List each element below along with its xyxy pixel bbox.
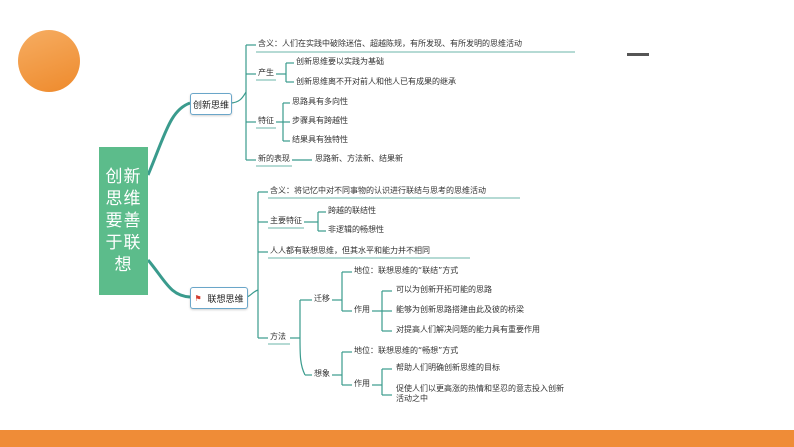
- transfer-effect-item: 可以为创新开拓可能的思路: [396, 285, 492, 294]
- transfer-position: 地位：联想思维的“联结”方式: [354, 266, 459, 275]
- transfer-effect-label: 作用: [354, 305, 370, 314]
- origin-item: 创新思维要以实践为基础: [296, 57, 384, 66]
- innovative-definition: 含义：人们在实践中破除迷信、超越陈规，有所发现、有所发明的思维活动: [258, 39, 522, 48]
- features-label: 特征: [258, 116, 274, 125]
- branch-associative-thinking[interactable]: ⚑ 联想思维: [190, 287, 248, 309]
- new-forms-label: 新的表现: [258, 154, 290, 163]
- red-flag-icon: ⚑: [194, 293, 202, 303]
- bottom-accent-bar: [0, 430, 794, 447]
- transfer-effect-item: 对提高人们解决问题的能力具有重要作用: [396, 325, 540, 334]
- transfer-label: 迁移: [314, 294, 330, 303]
- feature-item: 结果具有独特性: [292, 135, 348, 144]
- imagination-effect-label: 作用: [354, 379, 370, 388]
- imagination-effect-item: 帮助人们明确创新思维的目标: [396, 363, 500, 372]
- imagination-effect-item: 促使人们以更高涨的热情和坚忍的意志投入创新活动之中: [396, 384, 564, 403]
- branch-innovative-thinking-label: 创新思维: [192, 100, 229, 111]
- feature-item: 步骤具有跨越性: [292, 116, 348, 125]
- main-features-label: 主要特征: [270, 216, 302, 225]
- feature-item: 思路具有多向性: [292, 97, 348, 106]
- decorative-orange-circle: [18, 30, 80, 92]
- main-feature-item: 非逻辑的畅想性: [328, 225, 384, 234]
- new-forms-value: 思路新、方法新、结果新: [315, 154, 403, 163]
- associative-note: 人人都有联想思维，但其水平和能力并不相同: [270, 246, 430, 255]
- root-topic-label: 创新思维要善于联想: [105, 167, 142, 275]
- associative-definition: 含义：将记忆中对不同事物的认识进行联结与思考的思维活动: [270, 186, 486, 195]
- origin-label: 产生: [258, 68, 274, 77]
- branch-innovative-thinking[interactable]: 创新思维: [190, 93, 232, 115]
- root-topic[interactable]: 创新思维要善于联想: [99, 147, 148, 295]
- main-feature-item: 跨越的联结性: [328, 206, 376, 215]
- transfer-effect-item: 能够为创新思路搭建由此及彼的桥梁: [396, 305, 524, 314]
- methods-label: 方法: [270, 332, 286, 341]
- branch-associative-thinking-label: 联想思维: [207, 294, 244, 305]
- origin-item: 创新思维离不开对前人和他人已有成果的继承: [296, 77, 456, 86]
- decorative-dash: [627, 53, 649, 56]
- imagination-position: 地位：联想思维的“畅想”方式: [354, 346, 459, 355]
- imagination-label: 想象: [314, 369, 330, 378]
